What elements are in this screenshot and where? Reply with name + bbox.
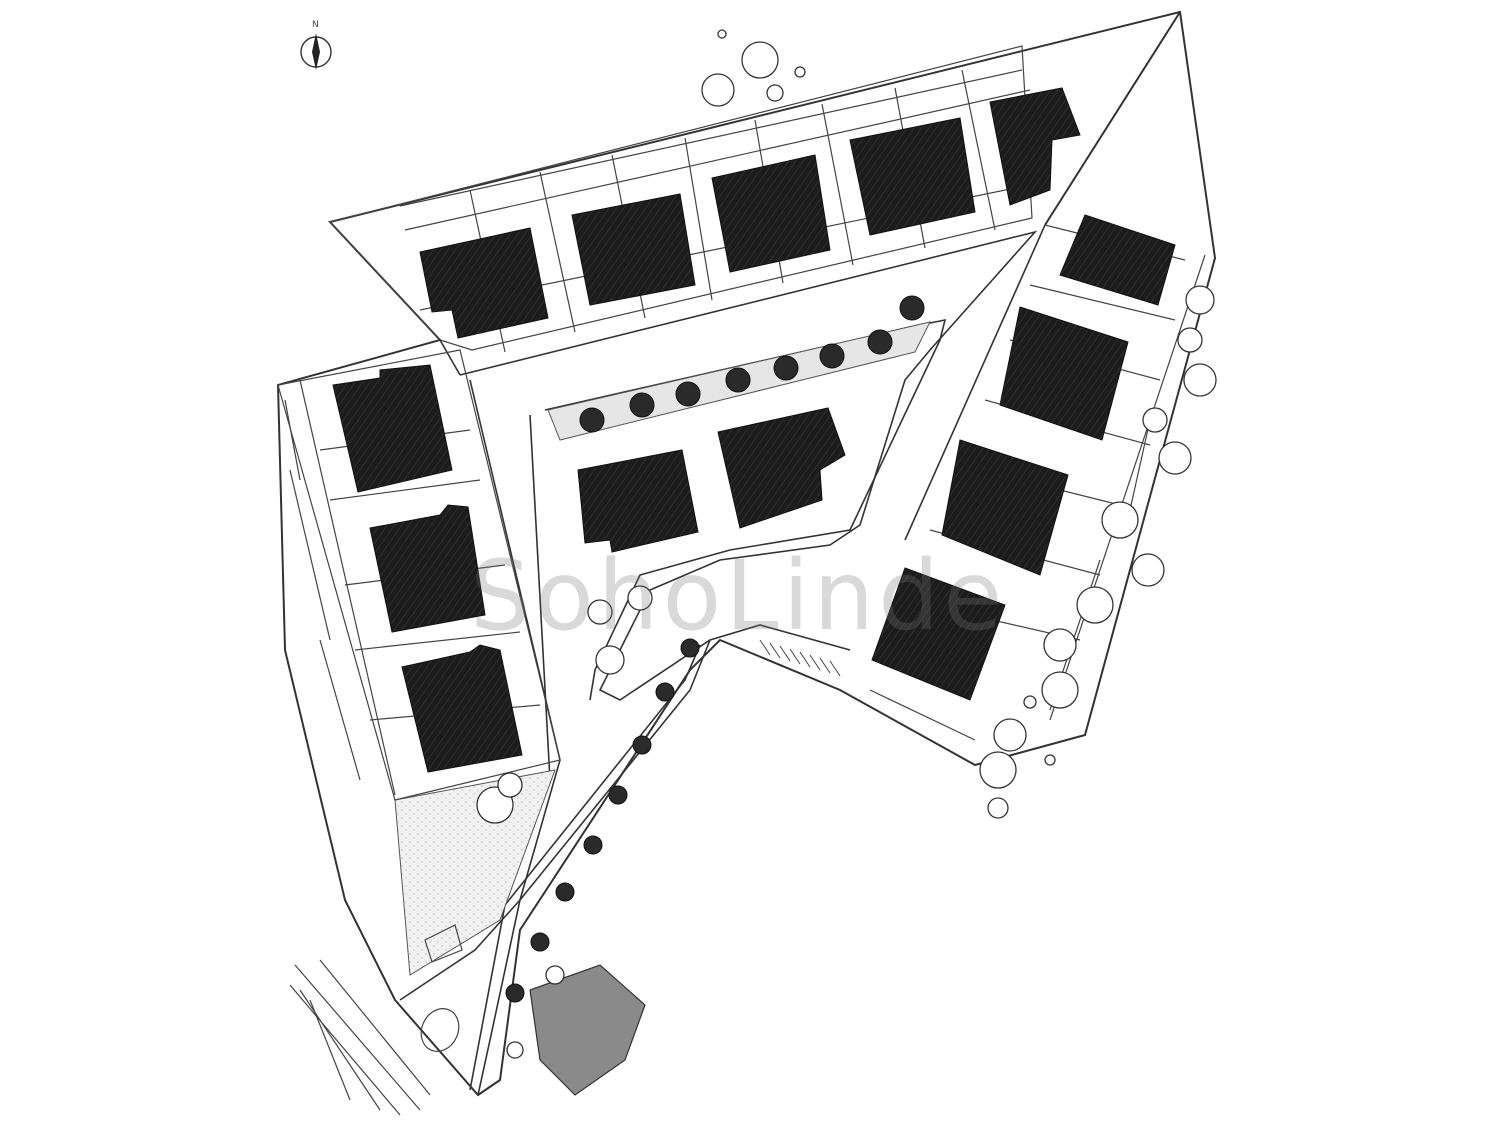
tree-icon [1183,363,1217,397]
tree-icon [505,983,525,1003]
tree-icon [629,392,655,418]
building-w1 [332,364,453,493]
tree-icon [1158,441,1192,475]
tree-icon [794,66,806,78]
tree-icon [741,41,779,79]
tree-icon [1041,671,1079,709]
tree-icon [987,797,1009,819]
buildings-central [577,407,846,553]
building-n2 [571,193,696,306]
building-c1 [577,449,699,553]
tree-icon [1101,501,1139,539]
tree-icon [579,407,605,433]
building-n1 [419,227,549,339]
buildings-east [871,214,1176,701]
parking-stripes [759,639,841,677]
south-west-road [289,924,463,1116]
tree-icon [766,84,784,102]
landscape-trees [476,29,1217,1059]
parking-trees [579,295,925,433]
tree-icon [555,882,575,902]
tree-icon [608,785,628,805]
tree-icon [899,295,925,321]
internal-road [399,230,1038,1096]
building-e2 [999,306,1129,441]
tree-icon [701,73,735,107]
tree-icon [1177,327,1203,353]
tree-icon [1142,407,1168,433]
tree-icon [773,355,799,381]
building-e4 [871,567,1006,701]
building-e3 [941,439,1069,576]
tree-icon [506,1041,524,1059]
tree-icon [1043,628,1077,662]
building-n4 [849,117,976,236]
buildings-north-row [419,87,1081,339]
buildings-west [332,364,523,773]
tree-icon [1131,553,1165,587]
north-label: N [312,20,319,30]
building-n3 [711,154,831,273]
tree-icon [680,638,700,658]
site-boundary [276,10,1217,1097]
north-arrow-icon: N [300,20,332,70]
building-c2 [717,407,846,529]
tree-icon [867,329,893,355]
tree-icon [725,367,751,393]
tree-icon [627,585,653,611]
tree-icon [632,735,652,755]
tree-icon [979,751,1017,789]
tree-icon [530,932,550,952]
tree-icon [1076,586,1114,624]
tree-icon [1185,285,1215,315]
tree-icon [587,599,613,625]
tree-icon [497,772,523,798]
tree-icon [993,718,1027,752]
tree-icon [655,682,675,702]
tree-icon [717,29,727,39]
building-n5 [989,87,1081,206]
tree-icon [1044,754,1056,766]
building-w3 [401,644,523,773]
tree-icon [675,381,701,407]
tree-icon [545,965,565,985]
tree-icon [595,645,625,675]
tree-icon [583,835,603,855]
avenue-trees [505,638,700,1003]
tree-icon [1023,695,1037,709]
building-w2 [369,504,486,633]
tree-icon [819,343,845,369]
building-e1 [1059,214,1176,306]
existing-building [529,964,646,1096]
